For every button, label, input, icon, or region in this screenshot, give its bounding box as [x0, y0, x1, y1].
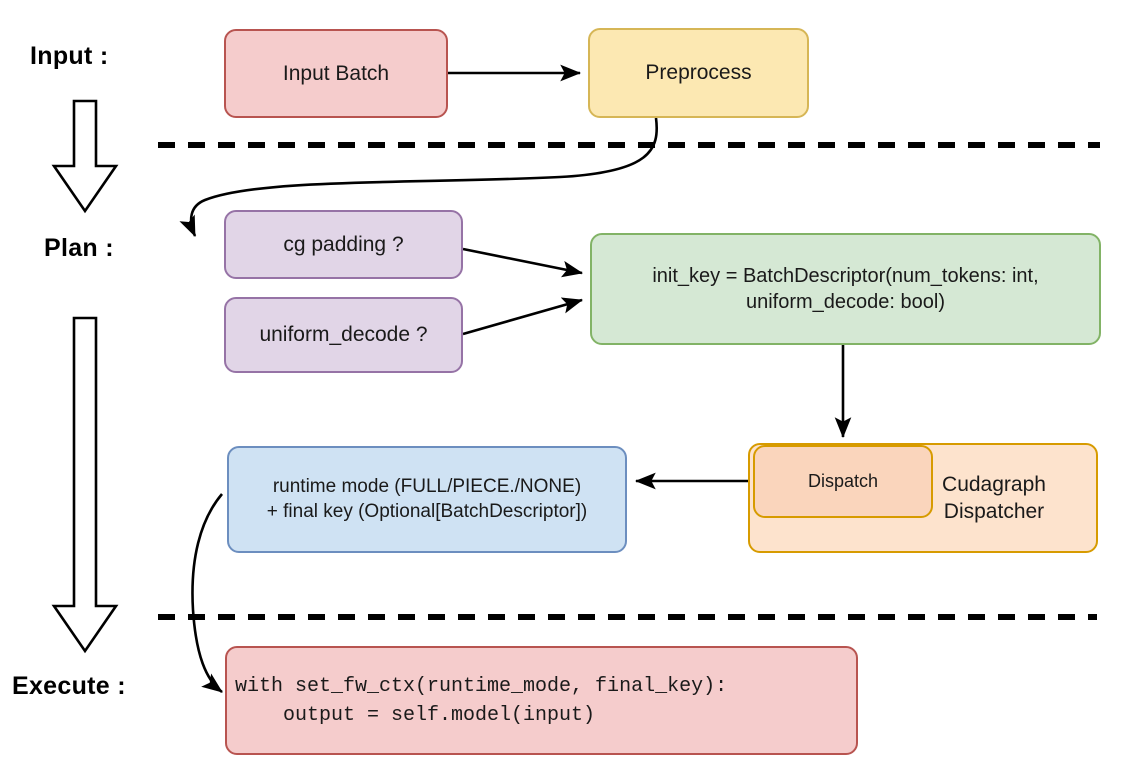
block-arrow-plan-to-execute: [51, 316, 119, 654]
node-input-batch[interactable]: Input Batch: [224, 29, 448, 118]
stage-label-plan: Plan :: [44, 234, 114, 262]
arrow-cg-padding-to-init-key: [462, 247, 584, 278]
arrow-runtime-mode-to-exec-code: [191, 493, 223, 694]
node-preprocess-label: Preprocess: [645, 61, 752, 85]
stage-label-input: Input :: [30, 42, 109, 70]
stage-label-execute: Execute :: [12, 672, 126, 700]
node-init-key[interactable]: init_key = BatchDescriptor(num_tokens: i…: [590, 233, 1101, 345]
node-dispatch-label: Dispatch: [807, 470, 879, 491]
node-input-batch-label: Input Batch: [282, 61, 390, 85]
node-uniform-decode-label: uniform_decode ?: [259, 323, 428, 347]
arrow-uniform-decode-to-init-key: [462, 297, 583, 336]
node-exec-code[interactable]: with set_fw_ctx(runtime_mode, final_key)…: [225, 646, 858, 755]
node-preprocess[interactable]: Preprocess: [588, 28, 809, 118]
node-cg-padding[interactable]: cg padding ?: [224, 210, 463, 279]
node-cudagraph-dispatcher-label: Cudagraph Dispatcher: [942, 472, 1046, 523]
node-dispatch[interactable]: Dispatch: [753, 445, 933, 518]
node-runtime-mode-label: runtime mode (FULL/PIECE./NONE) + final …: [266, 475, 588, 522]
node-exec-code-label: with set_fw_ctx(runtime_mode, final_key)…: [235, 674, 728, 727]
node-cg-padding-label: cg padding ?: [283, 232, 404, 256]
node-runtime-mode[interactable]: runtime mode (FULL/PIECE./NONE) + final …: [227, 446, 627, 553]
block-arrow-input-to-plan: [51, 99, 119, 214]
node-uniform-decode[interactable]: uniform_decode ?: [224, 297, 463, 373]
node-init-key-label: init_key = BatchDescriptor(num_tokens: i…: [652, 265, 1039, 313]
